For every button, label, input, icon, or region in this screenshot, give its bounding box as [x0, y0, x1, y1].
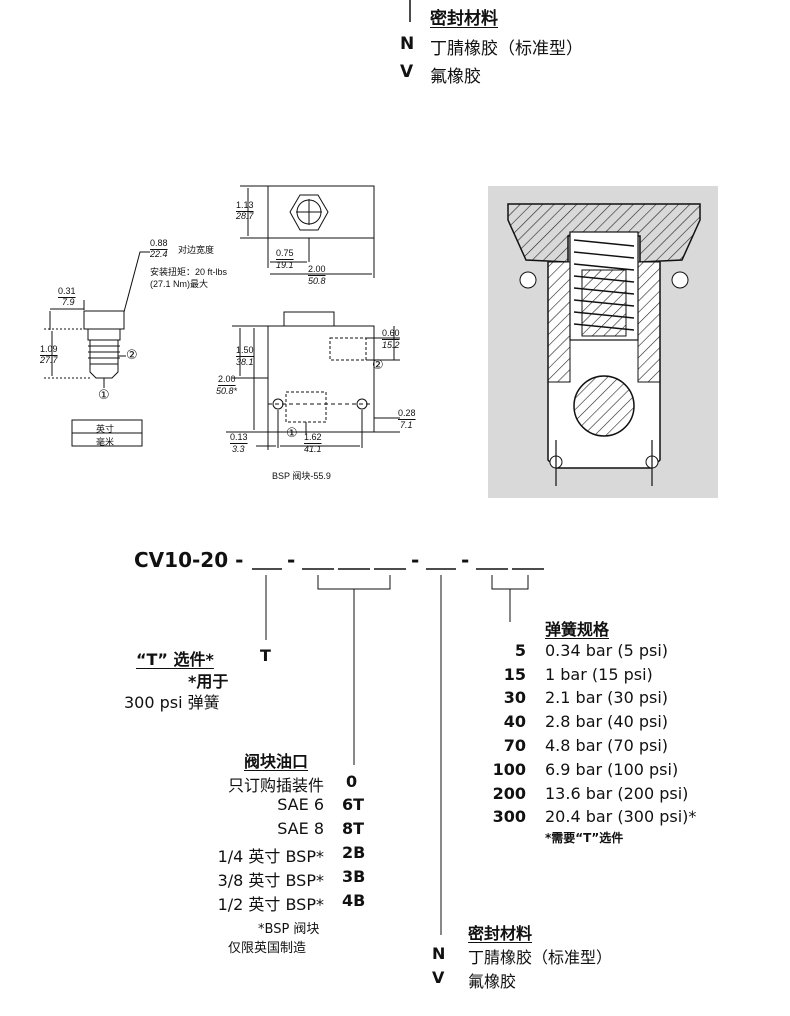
seal-code-v: V: [432, 968, 445, 987]
dim-060: 0.60: [382, 328, 400, 338]
spring-label: 6.9 bar (100 psi): [545, 760, 679, 779]
block-caption: BSP 阀块-55.9: [272, 471, 331, 481]
dim-075: 0.75: [276, 248, 294, 258]
t-option-title: “T” 选件*: [136, 650, 214, 669]
port-item-label: 3/8 英寸 BSP*: [217, 871, 324, 890]
ordering-code-lines: [252, 568, 544, 935]
dim-200b: 2.00: [218, 374, 236, 384]
top-seal-code-v: V: [400, 62, 414, 82]
spring-code: 70: [503, 736, 526, 755]
block-front-view: [226, 311, 400, 450]
spring-label: 0.34 bar (5 psi): [545, 641, 669, 660]
dim-113: 1.13: [236, 200, 254, 210]
seal-label-n: 丁腈橡胶（标准型）: [468, 948, 613, 967]
port-item-code: 8T: [342, 819, 365, 838]
cartridge-side-view: [44, 251, 150, 388]
dim-109: 1.09: [40, 344, 58, 354]
port-2-label-a: ②: [126, 348, 138, 363]
spring-title: 弹簧规格: [545, 620, 610, 639]
seal-code-n: N: [432, 944, 446, 963]
model-dash-2: -: [411, 548, 420, 572]
torque-line1: 安装扭矩：20 ft-lbs: [150, 267, 228, 277]
dim-71: 7.1: [400, 420, 413, 430]
dim-013: 0.13: [230, 432, 248, 442]
port-item-label: 1/2 英寸 BSP*: [217, 895, 324, 914]
port-item-code: 2B: [342, 843, 366, 862]
spring-code: 15: [503, 665, 526, 684]
torque-line2: (27.1 Nm)最大: [150, 279, 209, 289]
port-item-label: 只订购插装件: [227, 776, 324, 795]
model-dash-3: -: [461, 548, 470, 572]
top-seal-title: 密封材料: [430, 9, 498, 29]
dim-152: 15.2: [382, 340, 400, 350]
seal-title: 密封材料: [468, 924, 533, 943]
ports-note1: *BSP 阀块: [258, 922, 320, 937]
port-item-label: 1/4 英寸 BSP*: [217, 847, 324, 866]
ports-note2: 仅限英国制造: [228, 941, 307, 956]
dim-33: 3.3: [232, 444, 245, 454]
dim-79: 7.9: [62, 297, 75, 307]
t-option-code: T: [260, 646, 271, 665]
ports-title: 阀块油口: [244, 752, 309, 771]
dim-411: 41.1: [304, 444, 322, 454]
hex-note: 对边宽度: [178, 245, 215, 255]
port-item-code: 0: [346, 772, 358, 791]
model-dash-1: -: [287, 548, 296, 572]
dim-031: 0.31: [58, 286, 76, 296]
spring-code: 200: [492, 784, 526, 803]
dim-150: 1.50: [236, 345, 254, 355]
valve-cross-section: [488, 186, 718, 498]
spring-label: 20.4 bar (300 psi)*: [545, 807, 697, 826]
port-1-label-b: ①: [286, 426, 298, 441]
spring-label: 4.8 bar (70 psi): [545, 736, 669, 755]
port-1-label-a: ①: [98, 388, 110, 403]
dim-162: 1.62: [304, 432, 322, 442]
dim-hex-mm: 22.4: [150, 249, 168, 259]
spring-label: 2.8 bar (40 psi): [545, 712, 669, 731]
dim-028: 0.28: [398, 408, 416, 418]
top-seal-label-n: 丁腈橡胶（标准型）: [430, 39, 583, 59]
t-option-note2: 300 psi 弹簧: [124, 693, 220, 712]
dim-508b: 50.8*: [216, 386, 238, 396]
port-item-code: 4B: [342, 891, 366, 910]
dim-hex-inch: 0.88: [150, 238, 168, 248]
dim-277: 27.7: [40, 355, 58, 365]
dim-381: 38.1: [236, 357, 254, 367]
dim-287: 28.7: [236, 211, 254, 221]
port-item-code: 6T: [342, 795, 365, 814]
spring-label: 13.6 bar (200 psi): [545, 784, 689, 803]
top-seal-label-v: 氟橡胶: [430, 67, 481, 87]
port-2-label-b: ②: [372, 358, 384, 373]
legend-mm: 毫米: [96, 437, 115, 447]
model-code: CV10-20 -: [134, 548, 244, 572]
spring-label: 2.1 bar (30 psi): [545, 688, 669, 707]
dim-200: 2.00: [308, 264, 326, 274]
dim-191: 19.1: [276, 260, 294, 270]
spring-code: 100: [492, 760, 526, 779]
spring-label: 1 bar (15 psi): [545, 665, 653, 684]
spring-note: *需要“T”选件: [545, 831, 624, 845]
port-item-label: SAE 8: [277, 819, 324, 838]
spring-code: 40: [503, 712, 526, 731]
unit-legend-box: [71, 419, 143, 447]
legend-inch: 英寸: [96, 424, 115, 434]
spring-code: 300: [492, 807, 526, 826]
spring-code: 30: [503, 688, 526, 707]
dim-508: 50.8: [308, 276, 326, 286]
port-item-label: SAE 6: [277, 795, 324, 814]
t-option-note1: *用于: [188, 672, 229, 691]
port-item-code: 3B: [342, 867, 366, 886]
spring-code: 5: [514, 641, 526, 660]
top-seal-code-n: N: [400, 34, 415, 54]
seal-label-v: 氟橡胶: [468, 972, 517, 991]
block-top-view: [240, 185, 375, 278]
